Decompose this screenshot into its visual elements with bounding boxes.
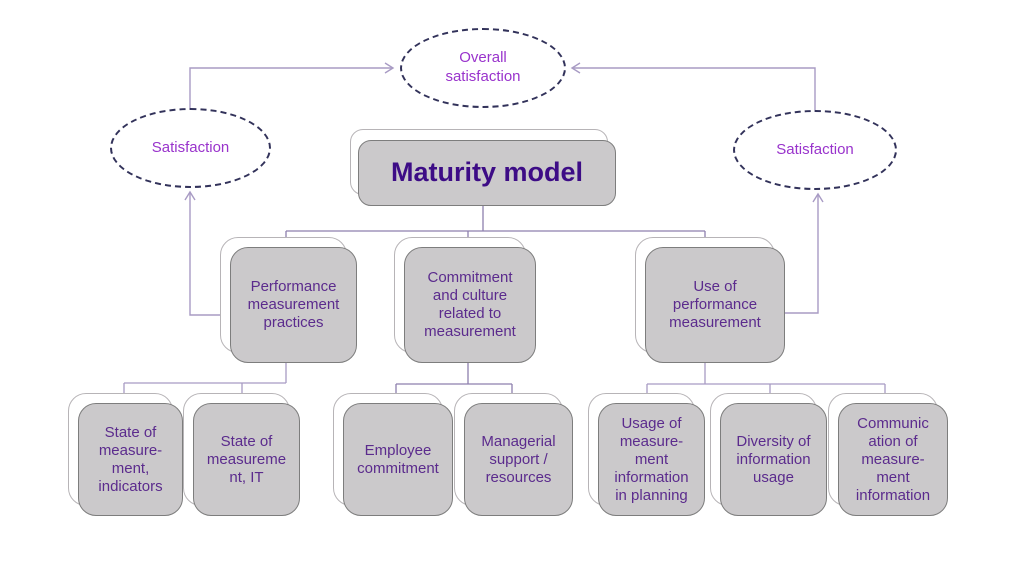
arrowhead-left-icon (570, 62, 581, 74)
card: Managerial support / resources (464, 403, 573, 516)
ellipse-label: Satisfaction (151, 138, 230, 156)
connector-practices-to-left-satisfaction (184, 190, 220, 316)
arrowhead-right-icon (384, 62, 395, 74)
node-state-of-measurement-it: State of measureme nt, IT (183, 393, 300, 516)
connector-use-to-right-satisfaction (785, 192, 824, 314)
card: Communic ation of measure- ment informat… (838, 403, 948, 516)
node-label: Use of performance measurement (669, 278, 761, 331)
connector-root-bus (285, 206, 706, 241)
arrowhead-up-icon (184, 190, 196, 201)
ellipse-right-satisfaction: Satisfaction (733, 110, 897, 190)
connector-use-bus (646, 363, 886, 394)
node-label: Communic ation of measure- ment informat… (855, 414, 931, 504)
node-label: Usage of measure- ment information in pl… (614, 414, 689, 504)
node-label: State of measure- ment, indicators (98, 423, 163, 495)
connector-practices-bus (123, 363, 287, 394)
card: Diversity of information usage (720, 403, 827, 516)
card: Commitment and culture related to measur… (404, 247, 536, 363)
node-employee-commitment: Employee commitment (333, 393, 453, 516)
card: Performance measurement practices (230, 247, 357, 363)
node-label: State of measureme nt, IT (206, 432, 287, 486)
connector-right-to-overall (570, 62, 816, 110)
node-performance-measurement-practices: Performance measurement practices (220, 237, 357, 363)
node-label: Diversity of information usage (736, 432, 811, 486)
card: State of measureme nt, IT (193, 403, 300, 516)
ellipse-label: Overall satisfaction (445, 49, 521, 85)
node-label: Commitment and culture related to measur… (424, 269, 516, 340)
ellipse-label: Satisfaction (776, 140, 854, 158)
connector-commitment-bus (395, 363, 513, 394)
node-label: Maturity model (390, 157, 584, 188)
card: Employee commitment (343, 403, 453, 516)
node-commitment-and-culture: Commitment and culture related to measur… (394, 237, 536, 363)
node-communication-of-measurement-information: Communic ation of measure- ment informat… (828, 393, 948, 516)
ellipse-left-satisfaction: Satisfaction (110, 108, 271, 188)
card: Use of performance measurement (645, 247, 785, 363)
card: Usage of measure- ment information in pl… (598, 403, 705, 516)
card: State of measure- ment, indicators (78, 403, 183, 516)
card: Maturity model (358, 140, 616, 206)
node-use-of-performance-measurement: Use of performance measurement (635, 237, 785, 363)
node-state-of-measurement-indicators: State of measure- ment, indicators (68, 393, 183, 516)
node-diversity-of-information-usage: Diversity of information usage (710, 393, 827, 516)
node-usage-of-measurement-information: Usage of measure- ment information in pl… (588, 393, 705, 516)
node-label: Managerial support / resources (481, 432, 556, 486)
node-label: Employee commitment (357, 441, 439, 477)
connector-left-to-overall (189, 62, 395, 108)
arrowhead-up-icon (812, 192, 824, 203)
node-maturity-model: Maturity model (350, 129, 616, 206)
ellipse-overall-satisfaction: Overall satisfaction (400, 28, 566, 108)
node-label: Performance measurement practices (247, 278, 340, 331)
node-managerial-support-resources: Managerial support / resources (454, 393, 573, 516)
